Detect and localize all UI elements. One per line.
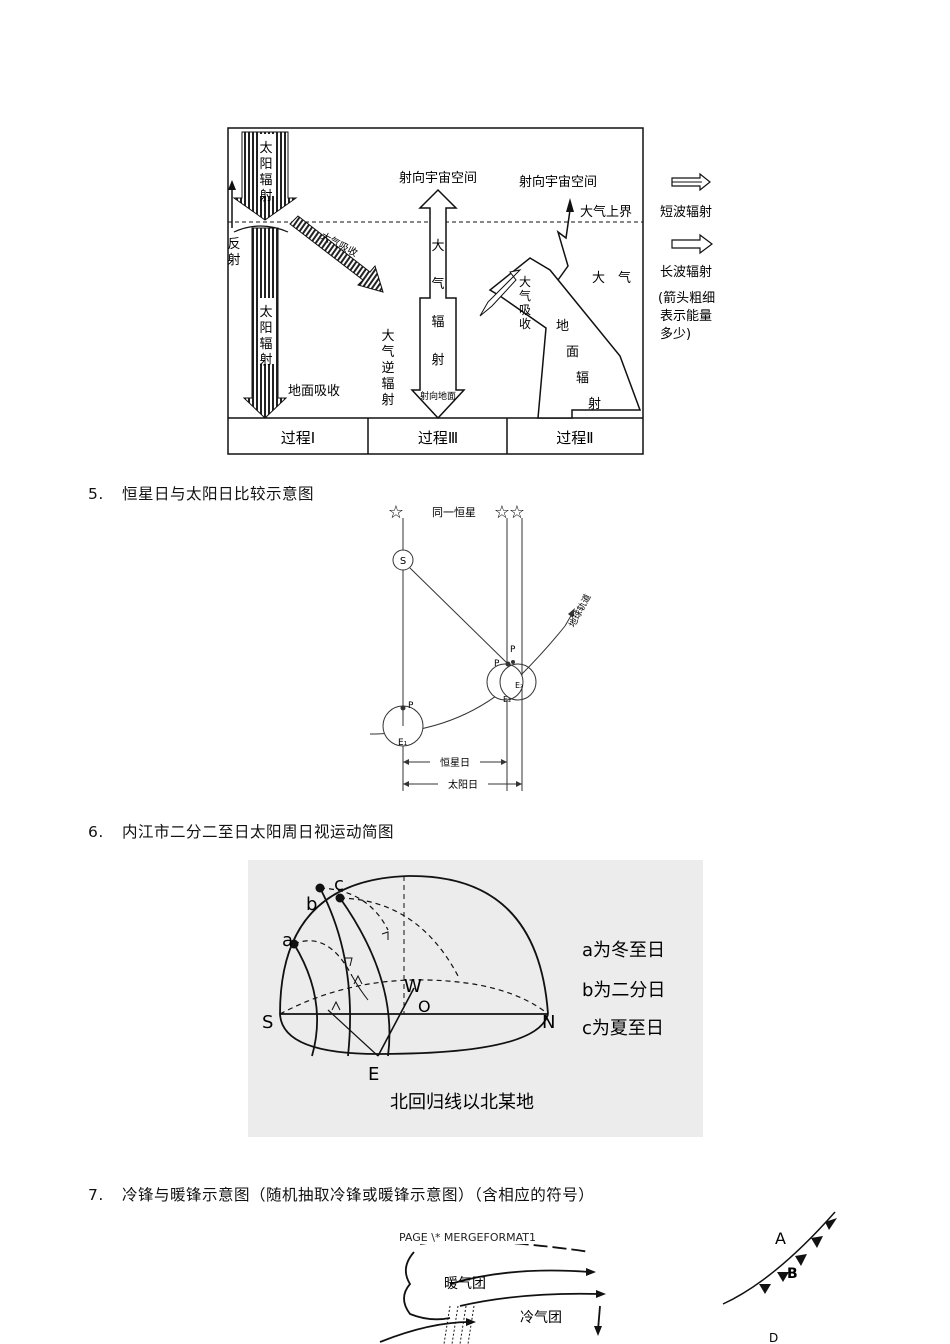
p-label-3: P [510, 645, 516, 655]
atm-rad-1: 大 [431, 239, 444, 254]
solar-day-label: 太阳日 [448, 778, 478, 791]
sun-path-diagram: a b c S N E W O a为冬至日 b为二分日 c为夏至日 北回归线以北… [248, 860, 703, 1137]
atm-absorb2-1: 大 [519, 275, 531, 289]
legend-short: 短波辐射 [660, 204, 712, 220]
front-symbol-diagram: A B D [722, 1211, 837, 1344]
section-5-heading: 5. 恒星日与太阳日比较示意图 [88, 482, 314, 504]
to-space-label-2: 射向宇宙空间 [519, 174, 597, 190]
solar-rad2-label-3: 辐 [259, 337, 272, 352]
front-diagram: 暖气团 冷气团 [379, 1240, 606, 1344]
section-7-heading: 7. 冷锋与暖锋示意图（随机抽取冷锋或暖锋示意图）（含相应的符号） [88, 1183, 594, 1205]
orbit-label: 地球轨道 [566, 592, 594, 629]
legend-a: a为冬至日 [582, 940, 665, 961]
ground-rad-2: 面 [566, 345, 579, 360]
star-icon-2: ☆ [494, 502, 510, 523]
solar-rad2-label-1: 太 [259, 305, 272, 320]
p-label-2: P [494, 659, 500, 669]
p-label-1: P [408, 701, 414, 711]
e3-label: E₃ [515, 681, 523, 690]
atm-absorb2-2: 气 [519, 288, 531, 303]
south-label: S [262, 1012, 273, 1033]
e2-label: E₂ [503, 695, 511, 704]
legend-long: 长波辐射 [660, 264, 712, 280]
process-1-label: 过程Ⅰ [281, 429, 315, 447]
atm-absorb2-3: 吸 [519, 303, 531, 317]
west-label: W [404, 976, 422, 997]
legend-c: c为夏至日 [582, 1018, 664, 1039]
ground-rad-3: 辐 [576, 371, 589, 386]
point-d-front: D [769, 1331, 778, 1344]
solar-rad2-label-2: 阳 [259, 321, 272, 336]
star-icon-1: ☆ [388, 502, 404, 523]
legend-note-2: 表示能量 [660, 309, 712, 324]
solar-rad-label-2: 阳 [259, 157, 272, 172]
counter-rad-2: 气 [381, 344, 394, 360]
ground-absorb-label: 地面吸收 [288, 384, 340, 399]
page-footer: PAGE \* MERGEFORMAT1 [397, 1231, 539, 1244]
point-c-label: c [334, 874, 344, 895]
counter-rad-4: 辐 [381, 377, 394, 392]
section-6-number: 6. [88, 823, 104, 841]
cold-air-label: 冷气团 [520, 1310, 562, 1326]
solar-rad-label-4: 射 [259, 188, 272, 204]
solar-rad-label-3: 辐 [259, 173, 272, 188]
counter-rad-3: 逆 [381, 360, 394, 376]
atm-rad-2: 气 [431, 276, 444, 292]
legend-b: b为二分日 [582, 980, 665, 1001]
section-5-title: 恒星日与太阳日比较示意图 [122, 485, 315, 503]
atmosphere-label: 大 气 [592, 270, 631, 286]
counter-rad-1: 大 [381, 329, 394, 344]
legend-note-3: 多少) [660, 326, 691, 342]
reflect-label-2: 射 [227, 252, 240, 268]
section-7-number: 7. [88, 1186, 104, 1204]
sun-path-caption: 北回归线以北某地 [390, 1092, 534, 1113]
solar-rad-label-1: 太 [259, 141, 272, 156]
north-label: N [542, 1012, 555, 1033]
star-icon-3: ☆ [509, 502, 525, 523]
atm-absorb2-4: 收 [519, 317, 531, 331]
atm-rad-3: 辐 [431, 315, 444, 330]
process-2-label: 过程Ⅱ [556, 429, 593, 447]
e1-label: E₁ [398, 738, 408, 748]
sun-label: S [400, 556, 406, 567]
to-ground-label: 射向地面 [420, 390, 456, 402]
east-label: E [368, 1064, 379, 1085]
reflect-label-1: 反 [227, 237, 240, 252]
point-b-label: b [306, 894, 317, 915]
same-star-label: 同一恒星 [432, 506, 476, 519]
center-label: O [418, 997, 431, 1016]
sidereal-day-diagram: ☆ ☆ ☆ 同一恒星 S 地球轨道 P E₁ P P E₂ E₃ 恒星日 太阳日 [369, 502, 594, 791]
upper-bound-label: 大气上界 [580, 204, 632, 220]
counter-rad-5: 射 [381, 392, 394, 408]
sidereal-day-label: 恒星日 [440, 756, 470, 769]
to-space-label-1: 射向宇宙空间 [399, 170, 477, 186]
solar-rad2-label-4: 射 [259, 352, 272, 368]
point-a-label: a [282, 930, 293, 951]
warm-air-label: 暖气团 [444, 1276, 486, 1292]
atm-rad-4: 射 [431, 352, 444, 368]
point-b-front: B [787, 1266, 798, 1282]
section-7-title: 冷锋与暖锋示意图（随机抽取冷锋或暖锋示意图）（含相应的符号） [122, 1186, 595, 1204]
section-6-heading: 6. 内江市二分二至日太阳周日视运动简图 [88, 820, 394, 842]
process-3-label: 过程Ⅲ [418, 429, 458, 447]
point-a-front: A [775, 1229, 786, 1248]
radiation-diagram: 太 阳 辐 射 太 阳 辐 射 反 射 大气吸收 地面吸收 射向宇宙空间 大 气… [227, 127, 715, 455]
ground-rad-1: 地 [556, 319, 569, 334]
section-5-number: 5. [88, 485, 104, 503]
legend-note-1: (箭头粗细 [658, 290, 715, 306]
ground-rad-4: 射 [588, 396, 601, 412]
section-6-title: 内江市二分二至日太阳周日视运动简图 [122, 823, 395, 841]
